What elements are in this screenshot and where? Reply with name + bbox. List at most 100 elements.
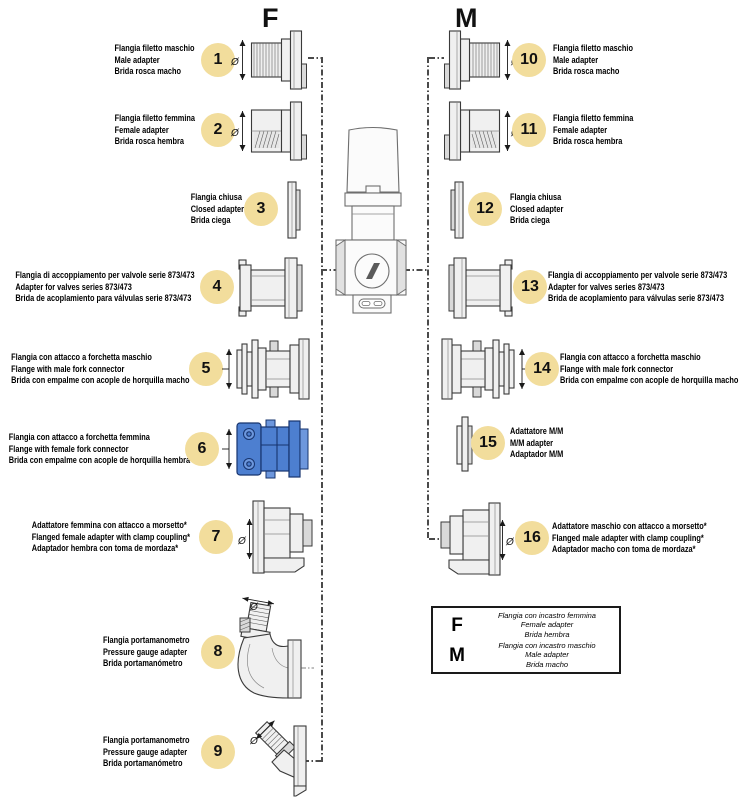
item-1-number-badge: 1	[201, 43, 235, 77]
item-8-label-en: Pressure gauge adapter	[103, 646, 188, 657]
item-4-label: Flangia di accoppiamento per valvole ser…	[16, 270, 195, 305]
item-9-label-es: Brida portamanómetro	[103, 758, 184, 768]
item-1-label-it: Flangia filetto maschio	[115, 43, 195, 53]
item-6-dimension	[222, 428, 233, 470]
item-12-number-badge: 12	[468, 192, 502, 226]
legend-row-f: F Flangia con incastro femmina Female ad…	[433, 611, 619, 640]
item-5-label-it: Flangia con attacco a forchetta maschio	[11, 352, 153, 362]
item-2-number-badge: 2	[201, 113, 235, 147]
connector-line-right	[427, 57, 429, 539]
item-6-number-badge: 6	[185, 432, 219, 466]
item-15-number-badge: 15	[471, 426, 505, 460]
item-13-label-en: Adapter for valves series 873/473	[548, 281, 665, 292]
item-4-label-en: Adapter for valves series 873/473	[15, 281, 133, 292]
item-10-label-it: Flangia filetto maschio	[553, 43, 633, 53]
item-4-label-it: Flangia di accoppiamento per valvole ser…	[15, 270, 195, 280]
legend-m-en: Male adapter	[525, 650, 569, 660]
item-8-label: Flangia portamanometro Pressure gauge ad…	[103, 635, 190, 670]
item-15-label-es: Adaptador M/M	[510, 449, 564, 459]
item-11-label: Flangia filetto femmina Female adapter B…	[553, 113, 633, 148]
item-12-label-es: Brida ciega	[510, 215, 550, 225]
item-10-label-en: Male adapter	[553, 54, 599, 65]
item-3-label: Flangia chiusa Closed adapter Brida cieg…	[191, 192, 244, 227]
item-8-drawing	[237, 596, 314, 699]
item-9-label-it: Flangia portamanometro	[103, 735, 190, 745]
item-7-drawing	[252, 500, 313, 574]
item-6-drawing-highlighted	[236, 419, 309, 479]
item-2-drawing	[250, 101, 308, 161]
connector-stub-item1	[308, 57, 322, 59]
connector-line-left	[321, 57, 323, 762]
legend-m-es: Brida macho	[525, 659, 569, 669]
connector-stub-item10	[429, 57, 444, 59]
item-3-number-badge: 3	[244, 192, 278, 226]
column-header-m: M	[455, 3, 478, 33]
item-9-label: Flangia portamanometro Pressure gauge ad…	[103, 735, 190, 770]
item-14-label-en: Flange with male fork connector	[560, 363, 674, 374]
legend-row-m: M Flangia con incastro maschio Male adap…	[433, 641, 619, 670]
item-14-drawing	[441, 338, 515, 400]
item-13-number-badge: 13	[513, 270, 547, 304]
item-11-number-badge: 11	[512, 113, 546, 147]
item-16-diameter-dimension	[499, 519, 514, 561]
item-12-drawing	[450, 181, 464, 239]
item-9-number-badge: 9	[201, 735, 235, 769]
item-12-label: Flangia chiusa Closed adapter Brida cieg…	[510, 192, 563, 227]
legend-f-es: Brida hembra	[524, 629, 570, 639]
item-2-label-it: Flangia filetto femmina	[114, 113, 195, 123]
item-6-label-it: Flangia con attacco a forchetta femmina	[8, 432, 150, 442]
item-6-label-en: Flange with female fork connector	[8, 443, 129, 454]
item-10-drawing	[443, 30, 501, 90]
item-4-drawing	[238, 257, 303, 319]
legend-key-f: F	[451, 614, 463, 636]
item-8-label-es: Brida portamanómetro	[103, 658, 184, 668]
item-9-drawing	[250, 718, 307, 797]
item-3-label-es: Brida ciega	[190, 215, 231, 225]
item-14-number-badge: 14	[525, 352, 559, 386]
item-13-label: Flangia di accoppiamento per valvole ser…	[548, 270, 727, 305]
item-10-number-badge: 10	[512, 43, 546, 77]
item-5-drawing	[236, 338, 310, 400]
item-1-label-en: Male adapter	[115, 54, 161, 65]
item-14-label-es: Brida con empalme con acople de horquill…	[560, 375, 739, 385]
item-16-label-es: Adaptador macho con toma de mordaza*	[552, 544, 696, 554]
item-6-label-es: Brida con empalme con acople de horquill…	[8, 455, 190, 465]
item-5-label-es: Brida con empalme con acople de horquill…	[11, 375, 190, 385]
item-3-drawing	[287, 181, 301, 239]
item-11-drawing	[443, 101, 501, 161]
item-16-drawing	[440, 502, 501, 576]
item-5-dimension	[222, 348, 233, 390]
legend-text-f: Flangia con incastro femmina Female adap…	[481, 611, 619, 640]
item-1-label-es: Brida rosca macho	[115, 66, 182, 76]
item-2-label-es: Brida rosca hembra	[114, 136, 184, 146]
item-7-label: Adattatore femmina con attacco a morsett…	[32, 520, 190, 555]
item-16-number-badge: 16	[515, 521, 549, 555]
connector-stub-valve-left	[321, 269, 341, 271]
item-1-drawing	[250, 30, 308, 90]
item-4-label-es: Brida de acoplamiento para válvulas seri…	[15, 293, 192, 303]
item-7-label-it: Adattatore femmina con attacco a morsett…	[31, 520, 187, 530]
item-8-number-badge: 8	[201, 635, 235, 669]
connector-stub-item9	[303, 760, 322, 762]
item-10-label-es: Brida rosca macho	[553, 66, 620, 76]
item-13-label-es: Brida de acoplamiento para válvulas seri…	[548, 293, 724, 303]
item-15-label-it: Adattatore M/M	[510, 426, 564, 436]
item-7-number-badge: 7	[199, 520, 233, 554]
item-2-label: Flangia filetto femmina Female adapter B…	[115, 113, 195, 148]
item-5-label-en: Flange with male fork connector	[11, 363, 125, 374]
legend-m-it: Flangia con incastro maschio	[498, 640, 596, 650]
item-11-label-it: Flangia filetto femmina	[553, 113, 634, 123]
item-4-number-badge: 4	[200, 270, 234, 304]
item-14-label-it: Flangia con attacco a forchetta maschio	[560, 352, 701, 362]
item-11-label-en: Female adapter	[553, 124, 608, 135]
legend-text-m: Flangia con incastro maschio Male adapte…	[481, 641, 619, 670]
item-5-number-badge: 5	[189, 352, 223, 386]
item-8-label-it: Flangia portamanometro	[103, 635, 190, 645]
item-9-label-en: Pressure gauge adapter	[103, 746, 188, 757]
item-2-label-en: Female adapter	[114, 124, 169, 135]
item-7-label-es: Adaptador hembra con toma de mordaza*	[31, 543, 179, 553]
item-5-label: Flangia con attacco a forchetta maschio …	[12, 352, 190, 387]
legend-box: F Flangia con incastro femmina Female ad…	[431, 606, 621, 674]
legend-f-en: Female adapter	[520, 620, 574, 630]
